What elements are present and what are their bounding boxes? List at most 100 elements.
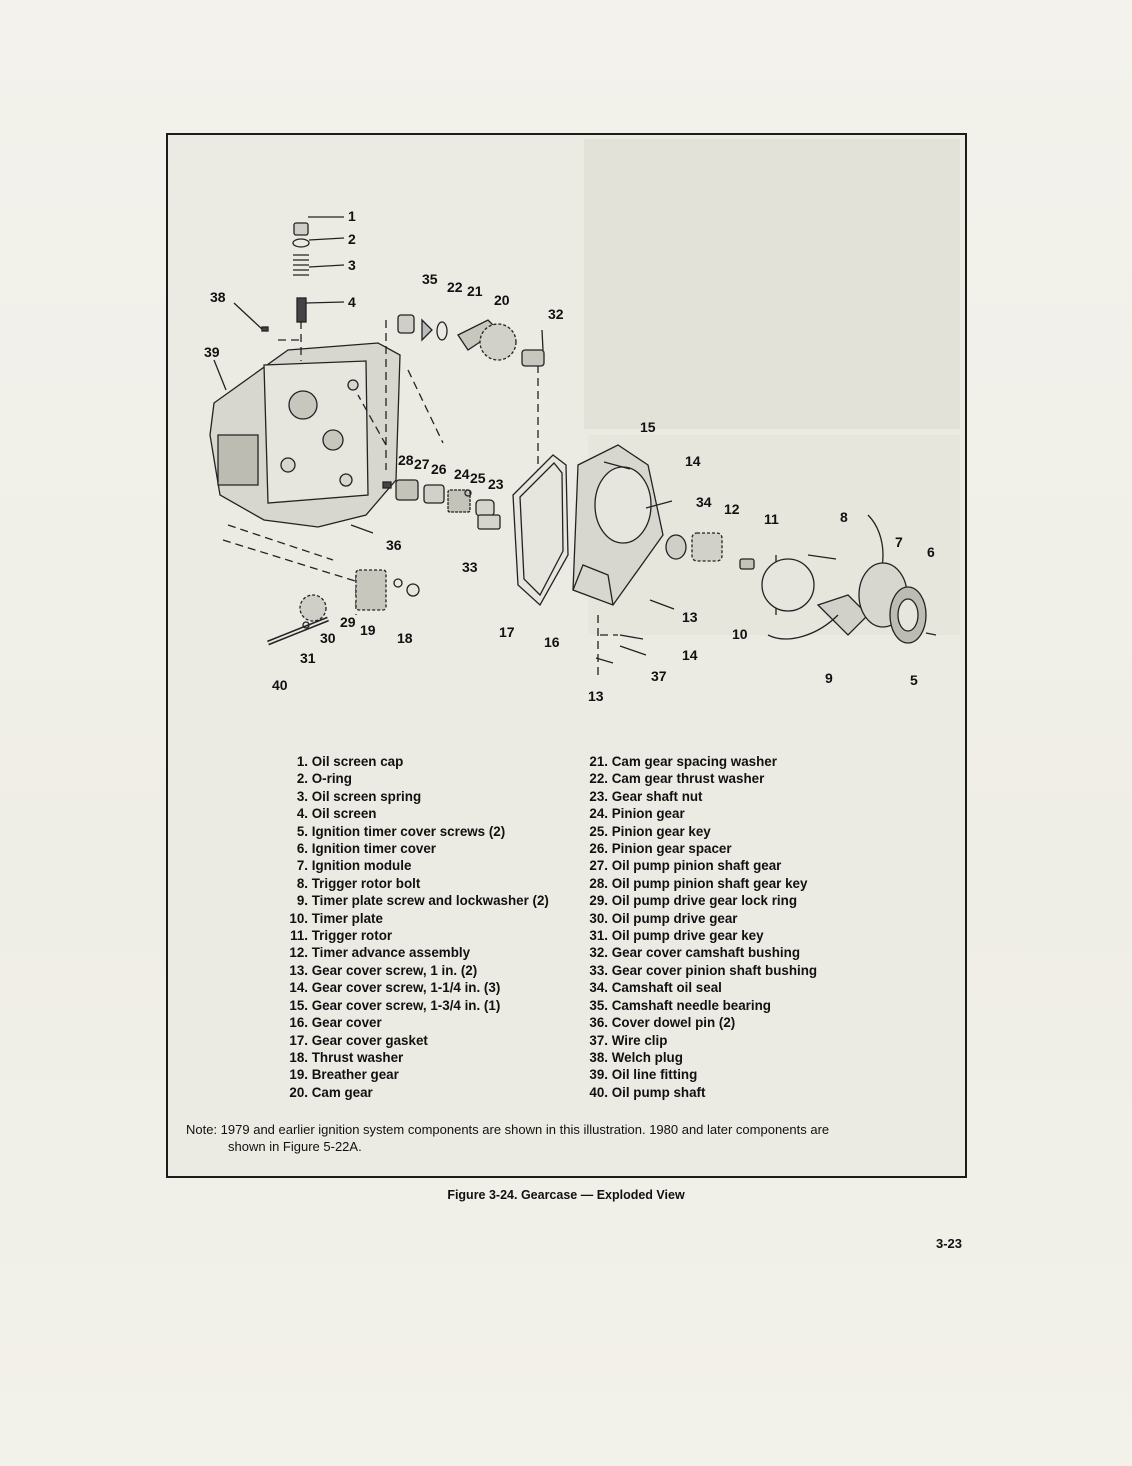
- figure-frame: 1 2 3 4 38 39 35 22 21 20 32 15 14 34 12…: [166, 133, 967, 1178]
- legend-item: 25. Pinion gear key: [589, 823, 711, 839]
- gear-cover-screws: [595, 461, 675, 664]
- assembly-guide-lines: [222, 320, 777, 675]
- legend-item: 13. Gear cover screw, 1 in. (2): [289, 962, 478, 978]
- legend-item: 38. Welch plug: [589, 1049, 683, 1065]
- oil-pump-group: [267, 569, 420, 646]
- callout-23: 23: [488, 476, 504, 492]
- legend-item: 19. Breather gear: [289, 1067, 399, 1083]
- callout-18: 18: [397, 630, 413, 646]
- legend-item: 2. O-ring: [296, 771, 352, 787]
- callout-14b: 14: [682, 647, 698, 663]
- crankcase-body: [209, 342, 401, 528]
- callout-8: 8: [840, 509, 848, 525]
- legend-item: 39. Oil line fitting: [589, 1067, 698, 1083]
- callout-30: 30: [320, 630, 336, 646]
- legend-item: 4. Oil screen: [296, 806, 377, 822]
- legend-item: 1. Oil screen cap: [296, 754, 404, 769]
- ignition-timer-group: [761, 514, 937, 644]
- legend-item: 16. Gear cover: [289, 1015, 382, 1031]
- legend-item: 27. Oil pump pinion shaft gear: [589, 858, 782, 874]
- callout-14a: 14: [685, 453, 701, 469]
- callout-15: 15: [640, 419, 656, 435]
- legend-item: 3. Oil screen spring: [296, 788, 422, 804]
- callout-6: 6: [927, 544, 935, 560]
- legend-item: 12. Timer advance assembly: [289, 945, 471, 961]
- callout-12: 12: [724, 501, 740, 517]
- callout-25: 25: [470, 470, 486, 486]
- bleed-through-shadow: [584, 139, 960, 429]
- callout-7: 7: [895, 534, 903, 550]
- legend-item: 32. Gear cover camshaft bushing: [589, 945, 801, 961]
- legend-item: 26. Pinion gear spacer: [589, 841, 732, 857]
- oil-screen-part: [296, 297, 345, 323]
- callout-17: 17: [499, 624, 515, 640]
- legend-item: 35. Camshaft needle bearing: [589, 997, 771, 1013]
- callout-11: 11: [764, 511, 779, 527]
- callout-33: 33: [462, 559, 478, 575]
- timer-advance-group: [665, 532, 755, 570]
- legend-item: 8. Trigger rotor bolt: [296, 875, 421, 891]
- callout-5: 5: [910, 672, 918, 688]
- parts-legend-left: 1. Oil screen cap 2. O-ring 3. Oil scree…: [288, 753, 549, 1101]
- callout-28: 28: [398, 452, 414, 468]
- legend-item: 33. Gear cover pinion shaft bushing: [589, 962, 818, 978]
- callout-34: 34: [696, 494, 712, 510]
- callout-16: 16: [544, 634, 560, 650]
- note-line-2: shown in Figure 5-22A.: [228, 1139, 362, 1154]
- legend-item: 14. Gear cover screw, 1-1/4 in. (3): [289, 980, 501, 996]
- legend-item: 40. Oil pump shaft: [589, 1084, 706, 1100]
- legend-item: 21. Cam gear spacing washer: [589, 754, 777, 769]
- legend-item: 24. Pinion gear: [589, 806, 685, 822]
- callout-35: 35: [422, 271, 438, 287]
- note-line-1: Note: 1979 and earlier ignition system c…: [186, 1122, 830, 1137]
- legend-item: 5. Ignition timer cover screws (2): [296, 823, 506, 839]
- gear-cover-part: [572, 444, 664, 606]
- o-ring-part: [292, 237, 345, 248]
- legend-item: 23. Gear shaft nut: [589, 788, 703, 804]
- legend-item: 36. Cover dowel pin (2): [589, 1015, 736, 1031]
- pinion-gear-group: [350, 479, 501, 534]
- callout-9: 9: [825, 670, 833, 686]
- callout-4: 4: [348, 294, 356, 310]
- legend-item: 31. Oil pump drive gear key: [589, 928, 764, 944]
- callout-20: 20: [494, 292, 510, 308]
- callout-21: 21: [467, 283, 483, 299]
- oil-screen-spring-part: [293, 254, 345, 276]
- legend-item: 15. Gear cover screw, 1-3/4 in. (1): [289, 997, 501, 1013]
- gasket-inner-edge: [519, 462, 564, 597]
- callout-13b: 13: [588, 688, 604, 704]
- exploded-view-diagram: 1 2 3 4 38 39 35 22 21 20 32 15 14 34 12…: [204, 208, 937, 704]
- callout-26: 26: [431, 461, 447, 477]
- leader-39: [213, 359, 227, 391]
- cam-gear-group: [397, 314, 545, 367]
- legend-item: 30. Oil pump drive gear: [589, 910, 738, 926]
- legend-item: 18. Thrust washer: [289, 1049, 404, 1065]
- legend-item: 9. Timer plate screw and lockwasher (2): [296, 893, 549, 909]
- legend-item: 17. Gear cover gasket: [289, 1032, 428, 1048]
- callout-1: 1: [348, 208, 356, 224]
- legend-item: 22. Cam gear thrust washer: [589, 771, 765, 787]
- leader-38: [233, 302, 264, 331]
- callout-19: 19: [360, 622, 376, 638]
- legend-item: 10. Timer plate: [289, 910, 383, 926]
- legend-item: 11. Trigger rotor: [290, 928, 393, 944]
- callout-27: 27: [414, 456, 430, 472]
- callout-40: 40: [272, 677, 288, 693]
- callout-10: 10: [732, 626, 748, 642]
- oil-screen-cap-part: [293, 216, 344, 236]
- callout-38: 38: [210, 289, 226, 305]
- figure-caption: Figure 3-24. Gearcase — Exploded View: [447, 1188, 685, 1202]
- figure-note: Note: 1979 and earlier ignition system c…: [186, 1121, 956, 1155]
- callout-22: 22: [447, 279, 463, 295]
- callout-36: 36: [386, 537, 402, 553]
- legend-item: 29. Oil pump drive gear lock ring: [589, 893, 798, 909]
- callout-32: 32: [548, 306, 564, 322]
- callout-29: 29: [340, 614, 356, 630]
- legend-item: 6. Ignition timer cover: [296, 841, 436, 857]
- parts-legend-right: 21. Cam gear spacing washer 22. Cam gear…: [588, 753, 817, 1101]
- callout-2: 2: [348, 231, 356, 247]
- callout-24: 24: [454, 466, 470, 482]
- callout-31: 31: [300, 650, 316, 666]
- legend-item: 7. Ignition module: [296, 858, 412, 874]
- legend-item: 34. Camshaft oil seal: [589, 980, 722, 996]
